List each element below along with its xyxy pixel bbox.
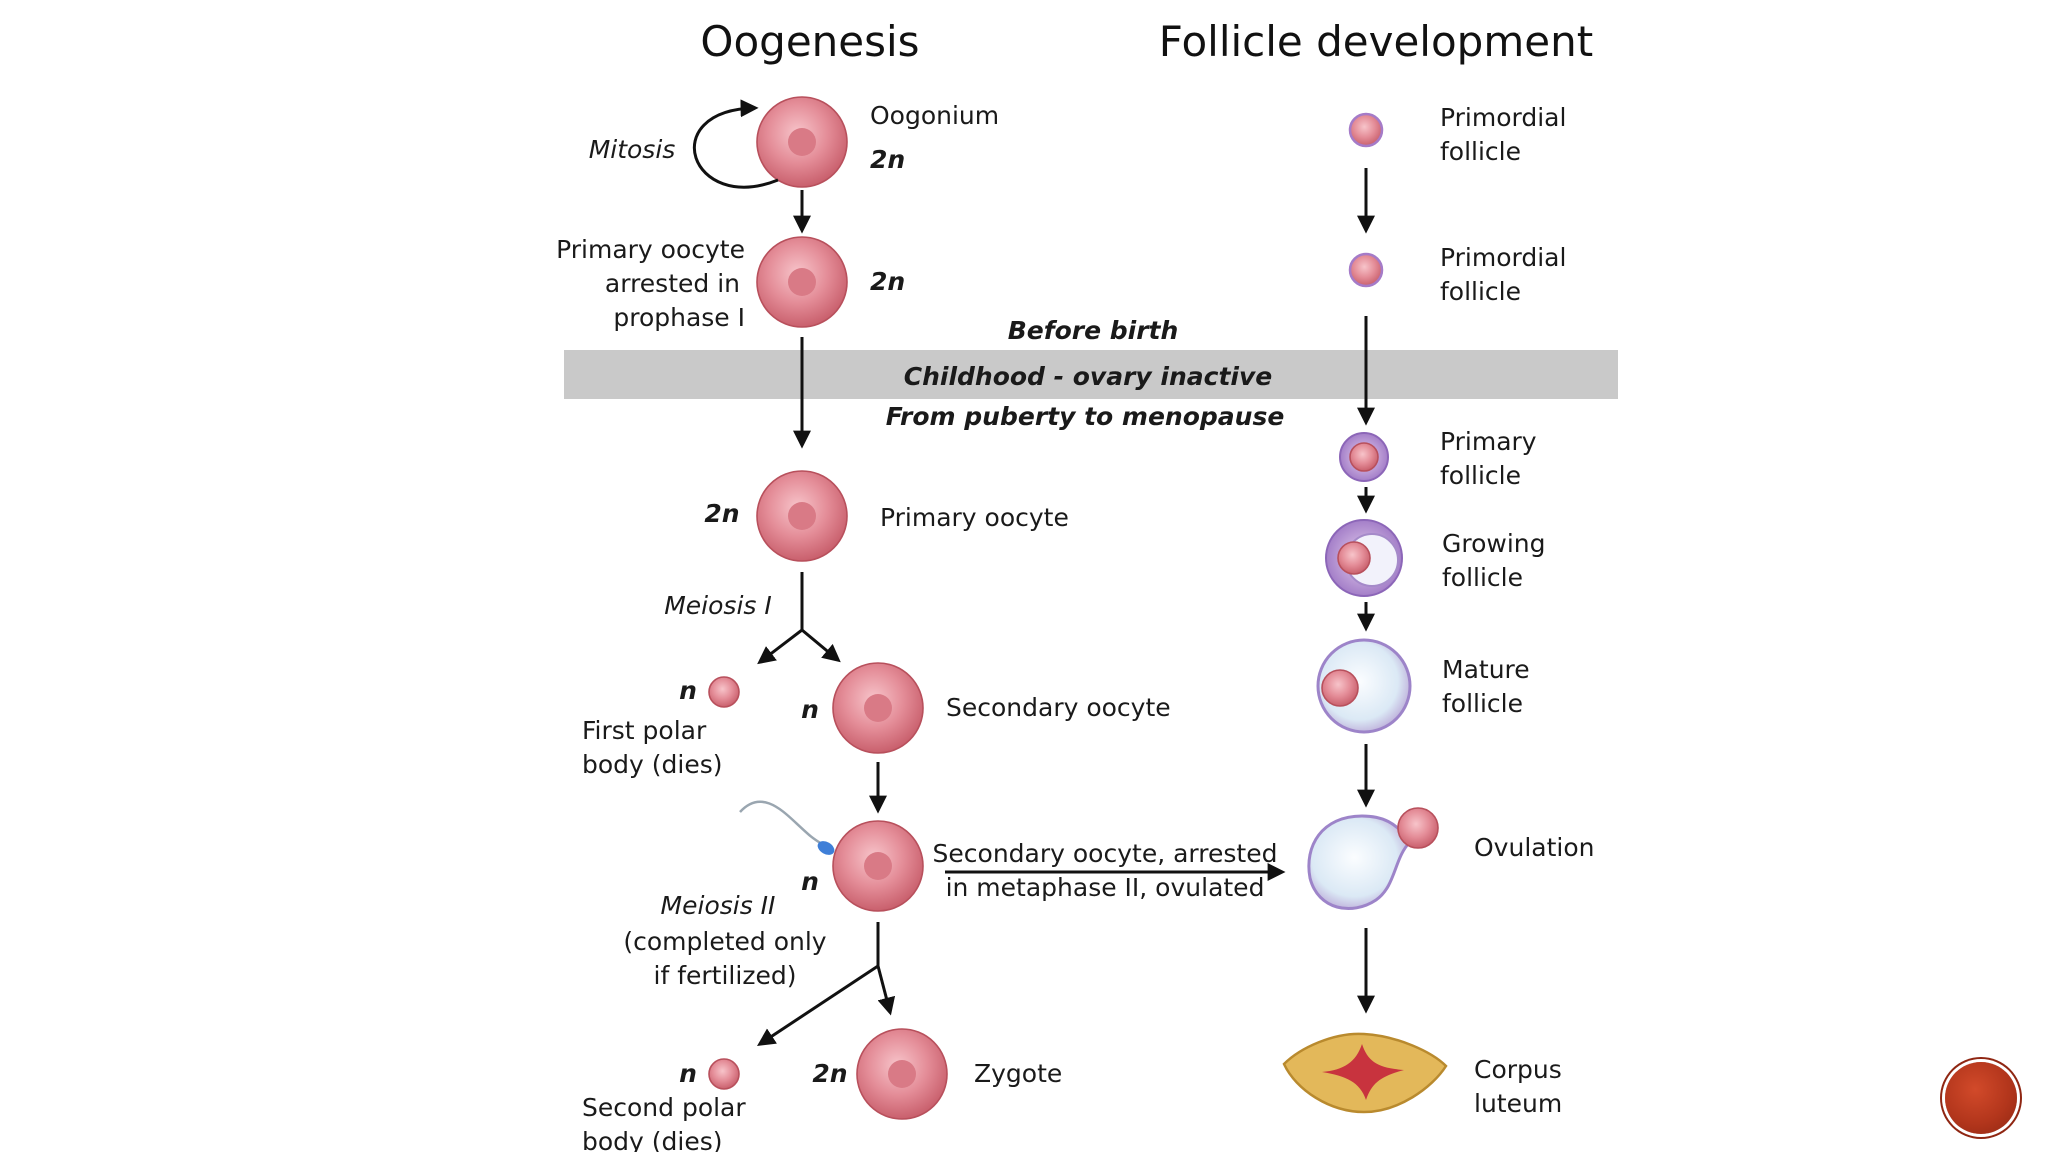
zygote-cell xyxy=(856,1028,948,1120)
growing-follicle-label-2: follicle xyxy=(1442,563,1523,592)
zygote-ploidy: 2n xyxy=(812,1059,847,1088)
second-polar-body xyxy=(708,1058,740,1090)
primary-oocyte-label: Primary oocyte xyxy=(880,503,1069,532)
ovulated-oocyte-cell xyxy=(832,820,924,912)
ovulation-label: Ovulation xyxy=(1474,833,1594,862)
arrow-to-second-polar xyxy=(756,964,879,1046)
mitosis-loop-arrow xyxy=(692,99,779,189)
oogonium-cell xyxy=(756,96,848,188)
primary-follicle xyxy=(1339,432,1389,482)
mitosis-label: Mitosis xyxy=(589,135,676,164)
primary-arrested-label-2: arrested in xyxy=(605,269,740,298)
mature-follicle-label-2: follicle xyxy=(1442,689,1523,718)
primary-follicle-label-2: follicle xyxy=(1440,461,1521,490)
second-polar-label-2: body (dies) xyxy=(582,1127,723,1152)
arrow-to-secondary xyxy=(801,628,841,663)
first-polar-label-2: body (dies) xyxy=(582,750,723,779)
secondary-arrested-label-1: Secondary oocyte, arrested xyxy=(933,839,1278,868)
before-birth-label: Before birth xyxy=(1008,316,1179,345)
mature-follicle xyxy=(1316,638,1412,734)
second-polar-label-1: Second polar xyxy=(582,1093,746,1122)
primary-arrested-label-3: prophase I xyxy=(613,303,745,332)
primordial-2-label-2: follicle xyxy=(1440,277,1521,306)
ovulation-follicle xyxy=(1307,807,1439,910)
sperm-icon xyxy=(739,800,835,855)
childhood-label: Childhood - ovary inactive xyxy=(904,362,1273,391)
heading-oogenesis: Oogenesis xyxy=(700,17,919,66)
primary-oocyte-cell xyxy=(756,470,848,562)
primary-arrested-ploidy: 2n xyxy=(870,267,905,296)
growing-follicle xyxy=(1325,519,1403,597)
primordial-2-label-1: Primordial xyxy=(1440,243,1566,272)
slide-badge-icon[interactable] xyxy=(1945,1062,2017,1134)
meiosis-2-label-3: if fertilized) xyxy=(654,961,797,990)
growing-follicle-label-1: Growing xyxy=(1442,529,1546,558)
primary-oocyte-ploidy: 2n xyxy=(704,499,739,528)
heading-follicle-development: Follicle development xyxy=(1159,17,1593,66)
primary-oocyte-arrested-cell xyxy=(756,236,848,328)
corpus-label-2: luteum xyxy=(1474,1089,1562,1118)
puberty-label: From puberty to menopause xyxy=(886,402,1285,431)
mature-follicle-label-1: Mature xyxy=(1442,655,1530,684)
secondary-arrested-label-2: in metaphase II, ovulated xyxy=(946,873,1265,902)
arrow-to-first-polar xyxy=(757,628,803,665)
oogonium-label: Oogonium xyxy=(870,101,999,130)
ovulated-oocyte-ploidy: n xyxy=(801,867,819,896)
first-polar-body xyxy=(708,676,740,708)
zygote-label: Zygote xyxy=(974,1059,1062,1088)
first-polar-label-1: First polar xyxy=(582,716,707,745)
arrow-to-zygote xyxy=(876,965,896,1016)
corpus-label-1: Corpus xyxy=(1474,1055,1562,1084)
primordial-follicle-2 xyxy=(1348,252,1384,288)
oogonium-ploidy: 2n xyxy=(870,145,905,174)
corpus-luteum xyxy=(1282,1032,1448,1114)
first-polar-ploidy: n xyxy=(679,676,697,705)
primary-follicle-label-1: Primary xyxy=(1440,427,1537,456)
primordial-1-label-1: Primordial xyxy=(1440,103,1566,132)
second-polar-ploidy: n xyxy=(679,1059,697,1088)
secondary-oocyte-ploidy: n xyxy=(801,695,819,724)
meiosis-2-label-2: (completed only xyxy=(623,927,826,956)
secondary-oocyte-cell xyxy=(832,662,924,754)
meiosis-2-label-1: Meiosis II xyxy=(661,891,776,920)
secondary-oocyte-label: Secondary oocyte xyxy=(946,693,1171,722)
primordial-follicle-1 xyxy=(1348,112,1384,148)
primary-arrested-label-1: Primary oocyte xyxy=(556,235,745,264)
primordial-1-label-2: follicle xyxy=(1440,137,1521,166)
childhood-band xyxy=(564,350,1618,399)
meiosis-1-label: Meiosis I xyxy=(664,591,772,620)
